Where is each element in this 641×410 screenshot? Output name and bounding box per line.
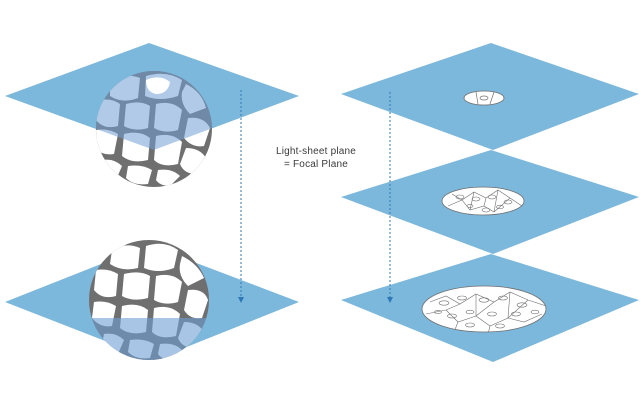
left-upper-panel xyxy=(5,43,299,187)
small-cross-section xyxy=(463,90,505,106)
right-top-panel xyxy=(341,43,639,150)
organoid-sphere-bottom xyxy=(89,240,209,360)
right-middle-panel xyxy=(341,150,639,254)
organoid-sphere-top xyxy=(96,71,212,187)
right-scan-arrow xyxy=(387,92,393,303)
focal-plane-label-line1: Light-sheet plane xyxy=(275,146,357,157)
left-scan-arrow xyxy=(238,90,244,303)
right-bottom-panel xyxy=(341,254,639,362)
focal-plane-label: Light-sheet plane = Focal Plane xyxy=(252,145,380,171)
left-lower-panel xyxy=(5,240,299,360)
focal-plane-label-line2: = Focal Plane xyxy=(283,159,349,170)
large-cross-section xyxy=(421,285,547,333)
